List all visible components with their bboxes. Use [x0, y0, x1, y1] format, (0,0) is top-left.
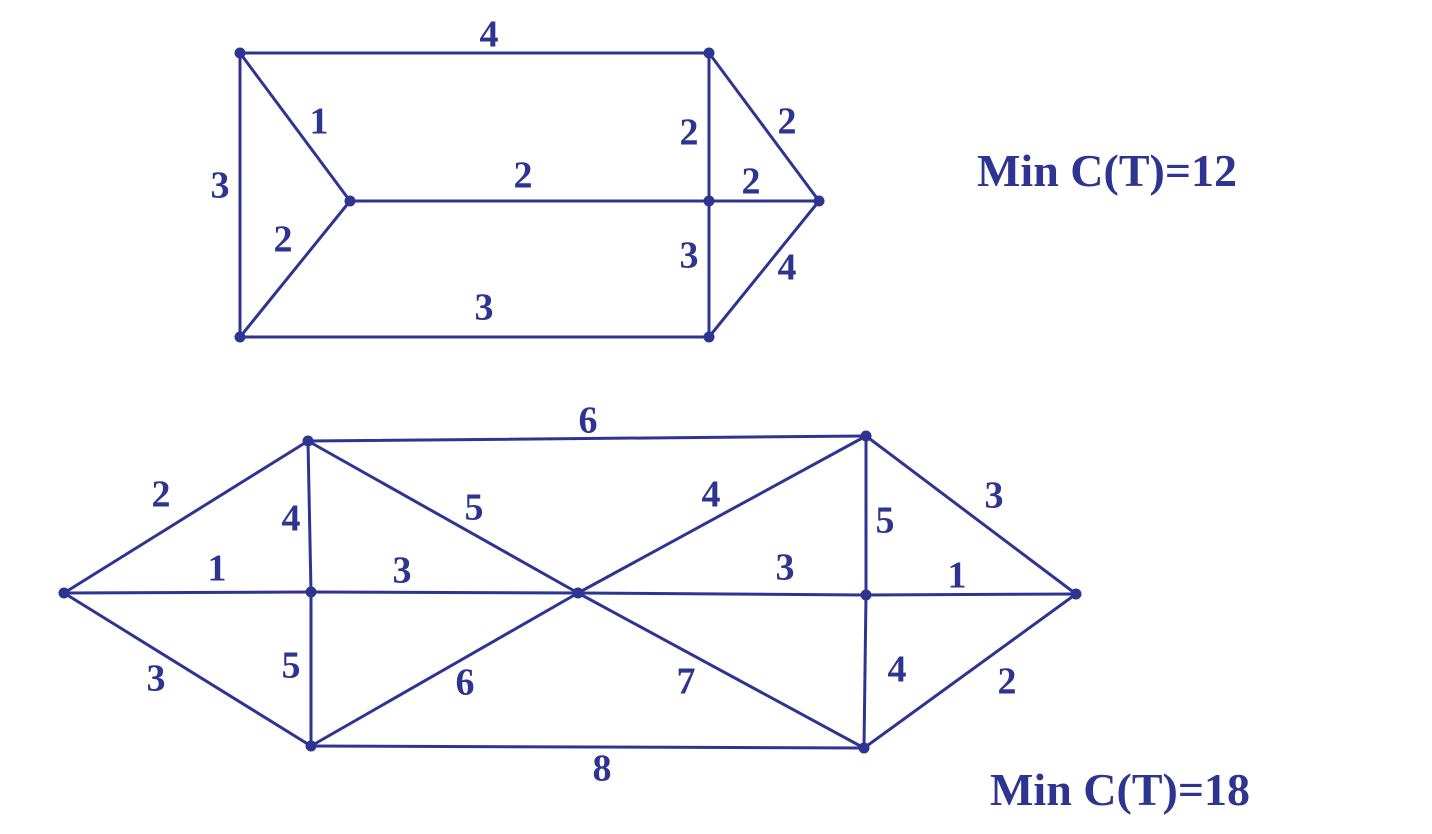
- graph-2-edge-C-B2: [576, 591, 866, 750]
- graph-2-edge-weight: 2: [998, 661, 1017, 703]
- graph-1-edge-weight: 1: [310, 101, 329, 143]
- graph-1-edge-E-G: [707, 199, 821, 339]
- graph-2-node-B1: [305, 740, 317, 752]
- graph-2-edge-M2-B2: [862, 593, 868, 750]
- graph-2-edge-M2-R: [864, 592, 1078, 597]
- graph-2-edge-weight: 8: [593, 748, 612, 790]
- graph-2-edge-weight: 4: [702, 474, 721, 516]
- graph-1-min-cost-label: Min C(T)=12: [977, 145, 1238, 196]
- graph-2-edge-T2-R: [864, 434, 1078, 596]
- graph-2-edge-L-B1: [62, 591, 313, 748]
- graph-2-edge-weight: 1: [208, 548, 227, 590]
- graph-2-edge-weight: 2: [152, 474, 171, 516]
- graph-2-node-R: [1070, 588, 1082, 600]
- graph-1-edge-B-E: [707, 51, 821, 203]
- graph-2-edge-T1-M1: [306, 439, 313, 594]
- graph-2-edge-weight: 5: [282, 645, 301, 687]
- graph-2-edge-weight: 3: [393, 550, 412, 592]
- graph-1-node-F: [234, 331, 246, 343]
- graph-2-node-B2: [858, 742, 870, 754]
- graph-2-edge-weight: 5: [465, 487, 484, 529]
- graph-2-node-M1: [305, 586, 317, 598]
- graph-1-edge-weight: 3: [211, 165, 230, 207]
- graph-2-edge-weight: 4: [888, 649, 907, 691]
- graph-1-edge-weight: 3: [680, 235, 699, 277]
- graph-1-node-D: [703, 195, 715, 207]
- graph-1-node-C: [344, 195, 356, 207]
- graph-1-node-B: [703, 47, 715, 59]
- graph-2-edge-B1-B2: [309, 744, 866, 750]
- graph-2-node-T1: [302, 435, 314, 447]
- graph-1-edge-weight: 4: [778, 247, 797, 289]
- graph-2-min-cost-label: Min C(T)=18: [990, 764, 1251, 815]
- graph-2-edge-C-T2: [576, 434, 868, 595]
- graph-2-edge-L-M1: [62, 590, 313, 595]
- graph-2-edge-C-M2: [576, 591, 868, 597]
- graph-2-edge-L-T1: [62, 439, 310, 595]
- graph-1-edge-weight: 2: [680, 112, 699, 154]
- graph-1-edge-weight: 2: [514, 155, 533, 197]
- graph-1-edge-weight: 3: [475, 287, 494, 329]
- graph-2-edge-T1-C: [306, 439, 580, 595]
- graph-1-edge-C-F: [238, 199, 352, 339]
- graph-2-edge-B1-C: [309, 591, 580, 748]
- graph-1-edge-weight: 2: [274, 219, 293, 261]
- graph-2-edge-weight: 3: [985, 475, 1004, 517]
- graph-1-edge-weight: 2: [778, 101, 797, 143]
- graph-2-node-L: [58, 587, 70, 599]
- graph-2-edge-B2-R: [862, 592, 1078, 750]
- graph-1-node-A: [234, 47, 246, 59]
- graph-2-node-C: [572, 587, 584, 599]
- graph-2-edge-weight: 6: [579, 400, 598, 442]
- graph-1-node-E: [813, 195, 825, 207]
- graph-1-edge-A-C: [238, 51, 352, 203]
- graph-2-edge-weight: 6: [456, 662, 475, 704]
- graph-2-edge-weight: 7: [677, 661, 696, 703]
- graph-1-node-G: [703, 331, 715, 343]
- graph-2-node-T2: [860, 430, 872, 442]
- graph-2-edge-weight: 3: [776, 547, 795, 589]
- graph-2-node-M2: [860, 589, 872, 601]
- graph-1-edge-weight: 2: [742, 161, 761, 203]
- graph-2-edge-T1-T2: [306, 434, 868, 443]
- graph-2-edge-M1-C: [309, 590, 580, 595]
- graph-2-edge-weight: 1: [948, 555, 967, 597]
- graph-2-edge-weight: 3: [147, 658, 166, 700]
- graph-1-edge-weight: 4: [480, 14, 499, 56]
- graph-2-edge-weight: 5: [876, 500, 895, 542]
- graph-2-edge-weight: 4: [282, 498, 301, 540]
